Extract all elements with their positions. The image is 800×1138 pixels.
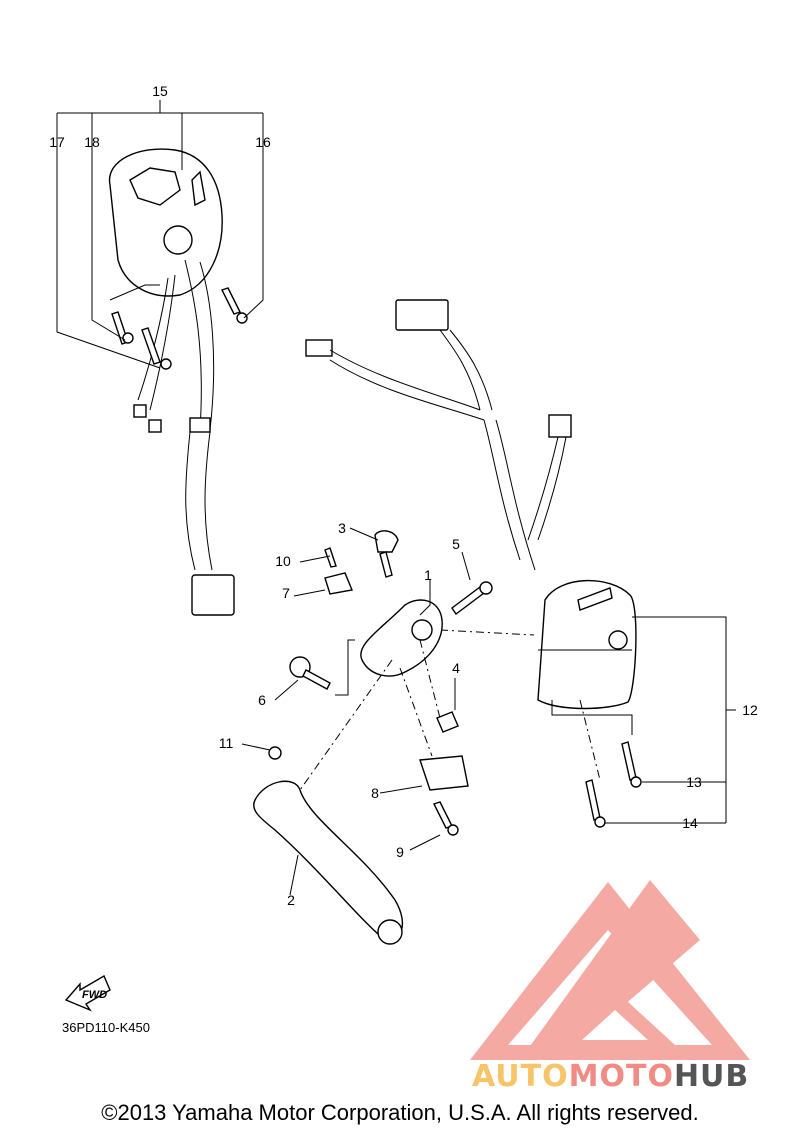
leaders-lever <box>241 527 471 896</box>
watermark-moto: MOTO <box>569 1059 674 1094</box>
automotohub-logo <box>470 880 750 1060</box>
left-switch-assembly <box>108 148 248 616</box>
fwd-label: FWD <box>82 989 107 1001</box>
callout-15: 15 <box>152 83 168 99</box>
callout-3: 3 <box>338 520 346 536</box>
callout-14: 14 <box>682 815 698 831</box>
watermark-auto: AUTO <box>472 1059 569 1094</box>
callout-labels: 1 2 3 4 5 6 7 8 9 10 11 12 13 14 15 16 1… <box>49 83 758 908</box>
callout-17: 17 <box>49 134 65 150</box>
callout-9: 9 <box>396 844 404 860</box>
right-switch-assembly <box>305 299 642 828</box>
callout-2: 2 <box>287 892 295 908</box>
callout-7: 7 <box>282 585 290 601</box>
callout-13: 13 <box>686 774 702 790</box>
leaders-left-assembly <box>56 100 264 369</box>
watermark-brand: AUTOMOTOHUB <box>472 1059 749 1094</box>
callout-11: 11 <box>219 735 234 751</box>
callout-1: 1 <box>424 567 432 583</box>
watermark-hub: HUB <box>674 1059 749 1094</box>
fwd-arrow-icon: FWD <box>64 974 111 1012</box>
callout-16: 16 <box>255 134 271 150</box>
callout-4: 4 <box>452 660 460 676</box>
callout-8: 8 <box>371 785 379 801</box>
callout-12: 12 <box>742 702 758 718</box>
diagram-code: 36PD110-K450 <box>62 1020 150 1035</box>
callout-5: 5 <box>452 536 460 552</box>
callout-10: 10 <box>275 553 291 569</box>
copyright-notice: ©2013 Yamaha Motor Corporation, U.S.A. A… <box>101 1100 699 1125</box>
lever-assembly <box>253 530 493 945</box>
callout-18: 18 <box>84 134 100 150</box>
callout-6: 6 <box>258 692 266 708</box>
leaders-right-assembly <box>439 616 736 824</box>
